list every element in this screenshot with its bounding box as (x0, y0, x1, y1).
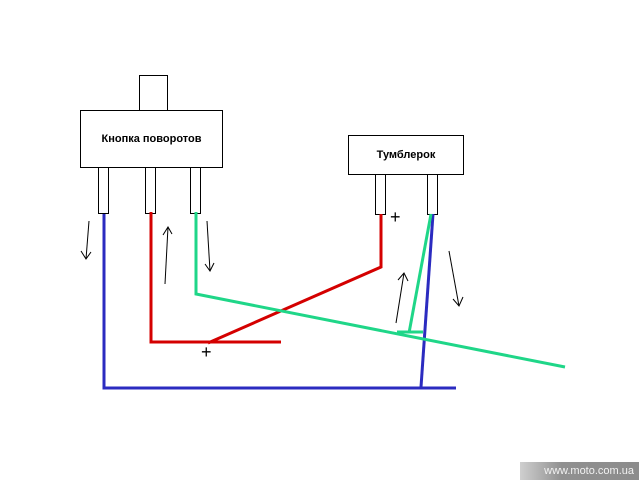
green-wire-main (194, 212, 566, 369)
arrow-down-left (80, 220, 92, 260)
turn-button-pin-1 (98, 167, 109, 214)
blue-wire-main (102, 214, 456, 390)
watermark: www.moto.com.ua (520, 462, 639, 480)
plus-sign-red: + (201, 342, 212, 362)
turn-button-pin-2 (145, 167, 156, 214)
green-wire-toggle (407, 213, 433, 334)
turn-button-pin-3 (190, 167, 201, 214)
red-wire-branch (207, 214, 383, 345)
toggle-label: Тумблерок (376, 149, 436, 161)
toggle-box: Тумблерок (348, 135, 464, 175)
watermark-text: www.moto.com.ua (544, 465, 634, 477)
toggle-pin-1 (375, 174, 386, 215)
turn-button-box: Кнопка поворотов (80, 110, 223, 168)
arrow-down-middle (204, 220, 215, 272)
plus-sign-toggle: + (390, 207, 401, 227)
turn-button-label: Кнопка поворотов (101, 133, 202, 145)
toggle-pin-2 (427, 174, 438, 215)
turn-button-tab (139, 75, 168, 112)
arrow-down-right (448, 250, 464, 307)
blue-wire-toggle (419, 213, 435, 388)
arrow-up-right (395, 272, 409, 324)
red-wire-main (149, 212, 281, 344)
arrow-up-middle (162, 226, 173, 285)
